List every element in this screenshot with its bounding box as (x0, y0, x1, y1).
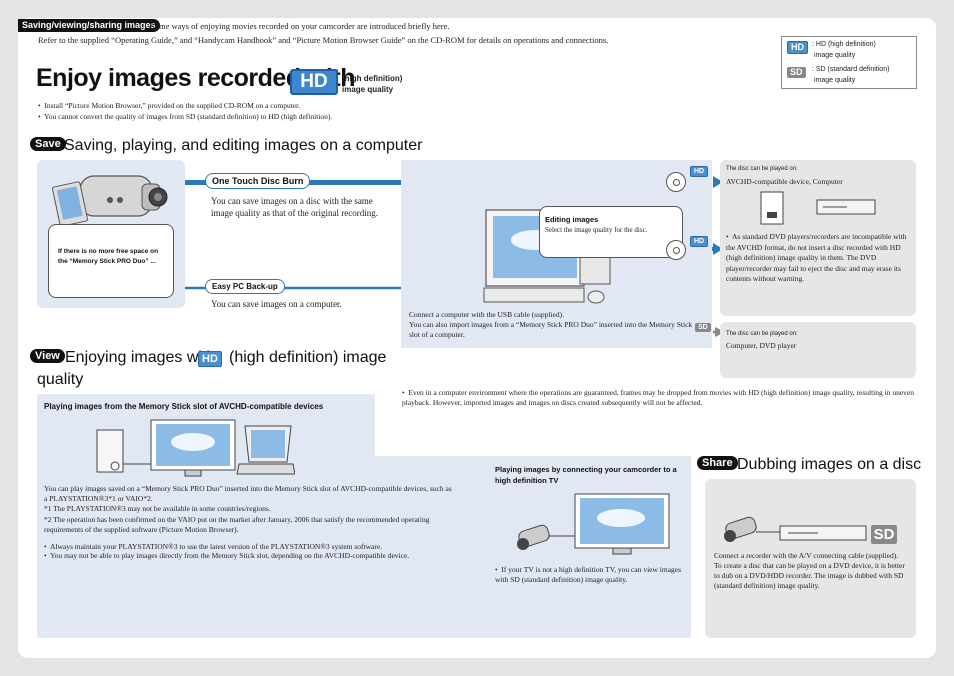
sd-disc-head: The disc can be played on: (726, 331, 798, 337)
intro-line-2: Refer to the supplied “Operating Guide,”… (38, 35, 609, 45)
intro-bullet: • You cannot convert the quality of imag… (38, 112, 333, 121)
one-touch-disc-burn-label: One Touch Disc Burn (205, 173, 311, 189)
connect-text: Connect a computer with the USB cable (s… (409, 310, 693, 339)
memory-stick-note-box: If there is no more free space on the “M… (48, 224, 174, 298)
hd-disc-panel (720, 160, 916, 316)
legend-hd-text1: : HD (high definition) (812, 41, 876, 48)
editing-images-text: Select the image quality for the disc. (545, 226, 648, 234)
share-heading: Dubbing images on a disc (737, 456, 922, 473)
title-hd-note-1: (high definition) (342, 74, 403, 83)
title-hd-note: (high definition) image quality (342, 73, 402, 95)
sd-disc-devices: Computer, DVD player (726, 341, 797, 350)
memory-stick-slot-head: Playing images from the Memory Stick slo… (44, 402, 324, 411)
title-hd-badge: HD (290, 69, 338, 95)
avchd-devices-illustration (760, 191, 876, 225)
legend-hd-text2: image quality (814, 52, 856, 59)
share-sd-badge: SD (871, 525, 897, 544)
editing-images-box: Editing images Select the image quality … (539, 206, 683, 258)
footnote-1: *1 The PLAYSTATION®3 may not be availabl… (44, 504, 271, 513)
legend-hd-badge: HD (787, 41, 808, 54)
share-panel (705, 479, 916, 638)
editing-images-head: Editing images (545, 215, 599, 224)
hd-disc-note: • As standard DVD players/recorders are … (726, 232, 907, 283)
backup-text: You can save images on a computer. (211, 299, 342, 309)
camcorder-recorder-illustration (724, 516, 867, 542)
legend-sd-badge: SD (787, 67, 806, 78)
sd-badge-disc: SD (695, 323, 711, 332)
view-heading-c: quality (37, 371, 84, 388)
legend-sd-text1: : SD (standard definition) (812, 66, 890, 73)
legend-sd-text2: image quality (814, 77, 856, 84)
one-touch-text: You can save images on a disc with the s… (211, 196, 378, 218)
view-pill: View (30, 349, 65, 363)
footnote-2: *2 The operation has been confirmed on t… (44, 515, 430, 534)
camcorder-illustration (52, 175, 168, 227)
intro-bullet: • Install “Picture Motion Browser,” prov… (38, 101, 301, 110)
title-hd-note-2: image quality (342, 85, 394, 94)
view-hd-badge: HD (198, 351, 222, 367)
memory-stick-text: You can play images saved on a “Memory S… (44, 484, 452, 503)
ps3-vaio-illustration (96, 419, 295, 477)
save-heading: Saving, playing, and editing images on a… (64, 137, 423, 154)
hd-badge-disc-2: HD (690, 236, 709, 247)
legend-box: HD : HD (high definition) image quality … (781, 36, 917, 89)
easy-pc-backup-label: Easy PC Back-up (205, 279, 285, 294)
save-pill: Save (30, 137, 66, 151)
disc-icon-hd-1 (666, 172, 686, 192)
intro-bullets: • Install “Picture Motion Browser,” prov… (38, 100, 332, 122)
share-text: Connect a recorder with the A/V connecti… (714, 551, 905, 590)
environment-note: • Even in a computer environment where t… (402, 388, 914, 407)
hd-disc-devices: AVCHD-compatible device, Computer (726, 177, 843, 186)
view-bullet-2: • You may not be able to play images dir… (44, 551, 410, 560)
hd-tv-note: • If your TV is not a high definition TV… (495, 565, 682, 584)
view-bullet-1: • Always maintain your PLAYSTATION®3 to … (44, 542, 383, 551)
hd-tv-head: Playing images by connecting your camcor… (495, 465, 677, 485)
camcorder-tv-illustration (517, 493, 670, 555)
disc-icon-hd-2 (666, 240, 686, 260)
view-heading-b: (high definition) image (229, 349, 387, 366)
sd-disc-panel (720, 322, 916, 378)
share-pill: Share (697, 456, 738, 470)
hd-badge-disc-1: HD (690, 166, 709, 177)
hd-disc-head: The disc can be played on: (726, 166, 798, 172)
memory-stick-note: If there is no more free space on the “M… (58, 248, 159, 265)
view-heading-a: Enjoying images with (65, 349, 216, 366)
section-tag: Saving/viewing/sharing images (18, 19, 160, 32)
intro-line-1: Some ways of enjoying movies recorded on… (150, 21, 450, 31)
